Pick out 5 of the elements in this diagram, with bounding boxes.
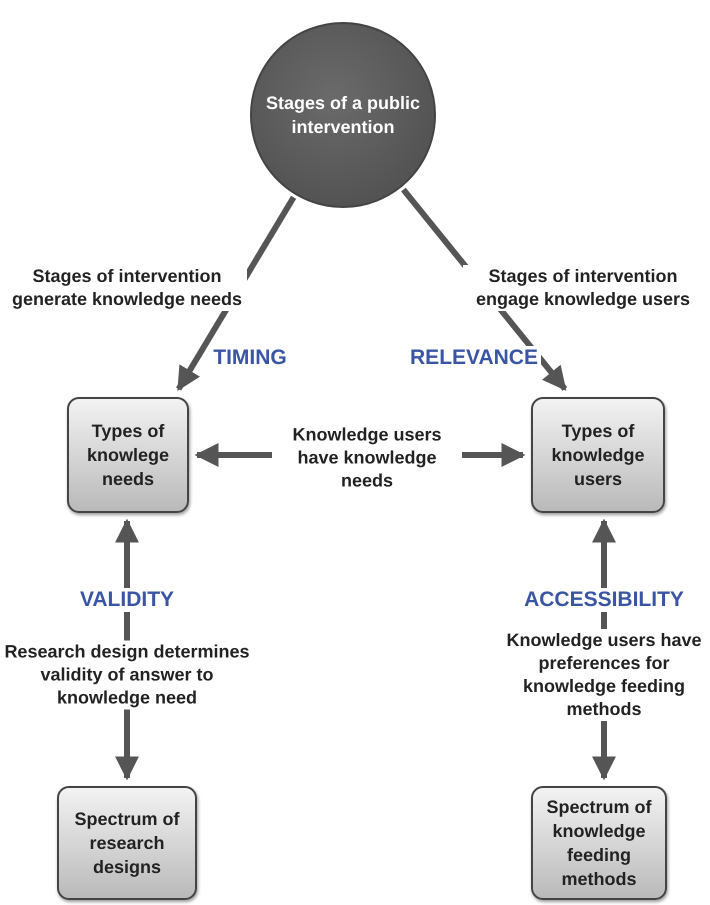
process-box: Spectrum of knowledge feeding methods <box>531 786 667 900</box>
process-box: Types of knowlege needs <box>67 397 189 513</box>
stage-circle: Stages of a public intervention <box>250 22 436 208</box>
process-box: Spectrum of research designs <box>57 786 197 900</box>
process-box: Types of knowledge users <box>531 397 665 513</box>
